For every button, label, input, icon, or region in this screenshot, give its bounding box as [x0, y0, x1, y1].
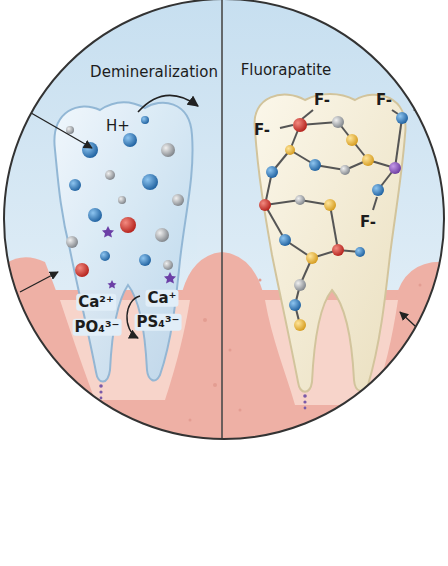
ion-label: PS₄³⁻: [135, 314, 182, 331]
ion-label: H+: [106, 118, 130, 135]
ion-label: Ca²⁺: [76, 294, 116, 311]
ion-label: PO₄³⁻: [73, 319, 122, 336]
ion-label: F-: [314, 92, 330, 109]
ion-label: F-: [360, 214, 376, 231]
panel-title: Demineralization: [90, 64, 218, 81]
ion-label: F-: [376, 92, 392, 109]
ion-label: F-: [254, 122, 270, 139]
panel-title: Fluorapatite: [241, 62, 332, 79]
ion-label: Ca⁺: [145, 290, 178, 307]
